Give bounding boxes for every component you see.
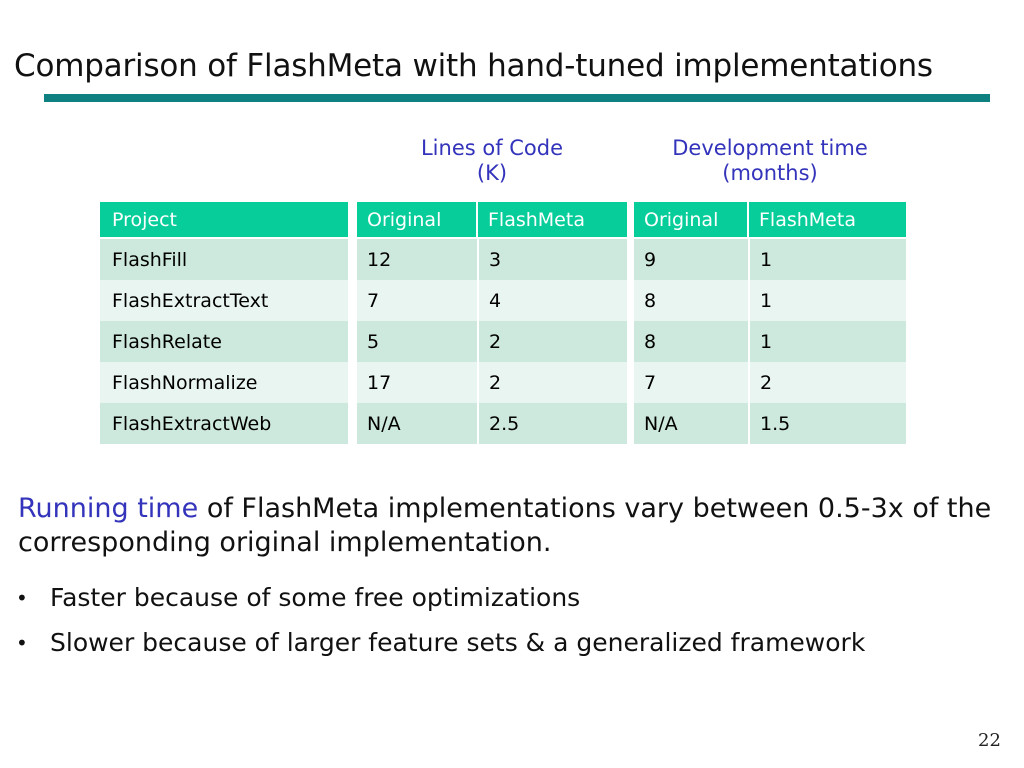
cell-dev-flashmeta: 1 xyxy=(750,280,906,321)
column-group-caption-lines-of-code: Lines of Code (K) xyxy=(357,136,627,186)
cell-dev-original: 7 xyxy=(634,362,748,403)
running-time-rest: of FlashMeta implementations vary betwee… xyxy=(18,493,992,558)
cell-loc-original: 5 xyxy=(357,321,477,362)
cell-project: FlashNormalize xyxy=(100,362,348,403)
caption-line-1: Development time xyxy=(672,136,868,160)
bullet-marker-icon: • xyxy=(16,586,28,610)
cell-dev-original: N/A xyxy=(634,403,748,444)
column-header-loc-original: Original xyxy=(357,202,476,237)
cell-project: FlashRelate xyxy=(100,321,348,362)
table-header-row: Project Original FlashMeta Original Flas… xyxy=(100,202,906,237)
bullet-marker-icon: • xyxy=(16,631,28,655)
cell-loc-original: 7 xyxy=(357,280,477,321)
list-item: • Slower because of larger feature sets &… xyxy=(16,628,1016,658)
page-number: 22 xyxy=(978,730,1001,751)
page-title: Comparison of FlashMeta with hand-tuned … xyxy=(14,48,933,84)
table-row: FlashExtractText 7 4 8 1 xyxy=(100,280,906,321)
running-time-note: Running time of FlashMeta implementation… xyxy=(18,492,1013,560)
cell-loc-flashmeta: 4 xyxy=(479,280,627,321)
caption-line-2: (K) xyxy=(476,161,508,185)
column-header-dev-flashmeta: FlashMeta xyxy=(749,202,906,237)
title-underline-rule xyxy=(44,94,990,102)
caption-line-2: (months) xyxy=(722,161,818,185)
cell-project: FlashExtractWeb xyxy=(100,403,348,444)
cell-dev-flashmeta: 1 xyxy=(750,321,906,362)
cell-project: FlashExtractText xyxy=(100,280,348,321)
cell-loc-flashmeta: 2.5 xyxy=(479,403,627,444)
running-time-accent: Running time xyxy=(18,493,199,524)
table-row: FlashNormalize 17 2 7 2 xyxy=(100,362,906,403)
cell-loc-original: 17 xyxy=(357,362,477,403)
table-row: FlashFill 12 3 9 1 xyxy=(100,239,906,280)
caption-line-1: Lines of Code xyxy=(420,136,564,160)
column-group-caption-development-time: Development time (months) xyxy=(634,136,906,186)
cell-loc-flashmeta: 2 xyxy=(479,321,627,362)
column-header-dev-original: Original xyxy=(634,202,747,237)
column-header-project: Project xyxy=(100,202,348,237)
cell-dev-original: 9 xyxy=(634,239,748,280)
list-item-label: Faster because of some free optimization… xyxy=(50,583,581,612)
cell-loc-original: N/A xyxy=(357,403,477,444)
cell-dev-original: 8 xyxy=(634,280,748,321)
cell-loc-flashmeta: 2 xyxy=(479,362,627,403)
cell-loc-original: 12 xyxy=(357,239,477,280)
column-header-loc-flashmeta: FlashMeta xyxy=(478,202,627,237)
table-row: FlashExtractWeb N/A 2.5 N/A 1.5 xyxy=(100,403,906,444)
list-item: • Faster because of some free optimizatio… xyxy=(16,583,1016,613)
cell-dev-flashmeta: 1.5 xyxy=(750,403,906,444)
table-row: FlashRelate 5 2 8 1 xyxy=(100,321,906,362)
list-item-label: Slower because of larger feature sets & … xyxy=(50,628,866,657)
cell-project: FlashFill xyxy=(100,239,348,280)
cell-loc-flashmeta: 3 xyxy=(479,239,627,280)
cell-dev-flashmeta: 1 xyxy=(750,239,906,280)
cell-dev-original: 8 xyxy=(634,321,748,362)
comparison-table: Project Original FlashMeta Original Flas… xyxy=(100,202,906,444)
cell-dev-flashmeta: 2 xyxy=(750,362,906,403)
